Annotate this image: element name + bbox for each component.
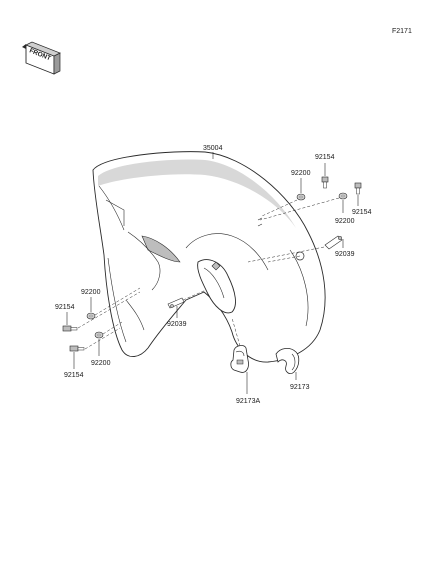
callout-bolt-top: 92154 — [315, 154, 335, 161]
bracket-a-icon — [230, 345, 249, 373]
washer-left-icon — [86, 312, 96, 320]
callout-bolt-right: 92154 — [352, 209, 372, 216]
callout-clamp-right: 92039 — [335, 251, 355, 258]
bracket-b-icon — [275, 348, 300, 374]
clamp-center-icon — [167, 297, 185, 309]
callout-washer-left: 92200 — [81, 289, 101, 296]
front-fender — [92, 151, 326, 363]
callout-washer-left-low: 92200 — [91, 360, 111, 367]
washer-right-icon — [338, 192, 348, 200]
front-direction-icon — [22, 41, 61, 75]
washer-left-low-icon — [94, 331, 104, 339]
clamp-right-icon — [324, 235, 343, 250]
bolt-top-icon — [321, 176, 329, 189]
figure-code: F2171 — [392, 28, 412, 35]
callout-washer-right: 92200 — [335, 218, 355, 225]
callout-bolt-left: 92154 — [55, 304, 75, 311]
bolt-right-icon — [354, 182, 362, 195]
callout-fender: 35004 — [203, 145, 223, 152]
bolt-left-low-icon — [69, 345, 85, 352]
callout-bracket-a: 92173A — [236, 398, 260, 405]
callout-clamp-center: 92039 — [167, 321, 187, 328]
callout-washer-top: 92200 — [291, 170, 311, 177]
callout-bolt-left-low: 92154 — [64, 372, 84, 379]
washer-top-icon — [296, 193, 306, 201]
bolt-left-icon — [62, 325, 78, 332]
callout-bracket-b: 92173 — [290, 384, 310, 391]
